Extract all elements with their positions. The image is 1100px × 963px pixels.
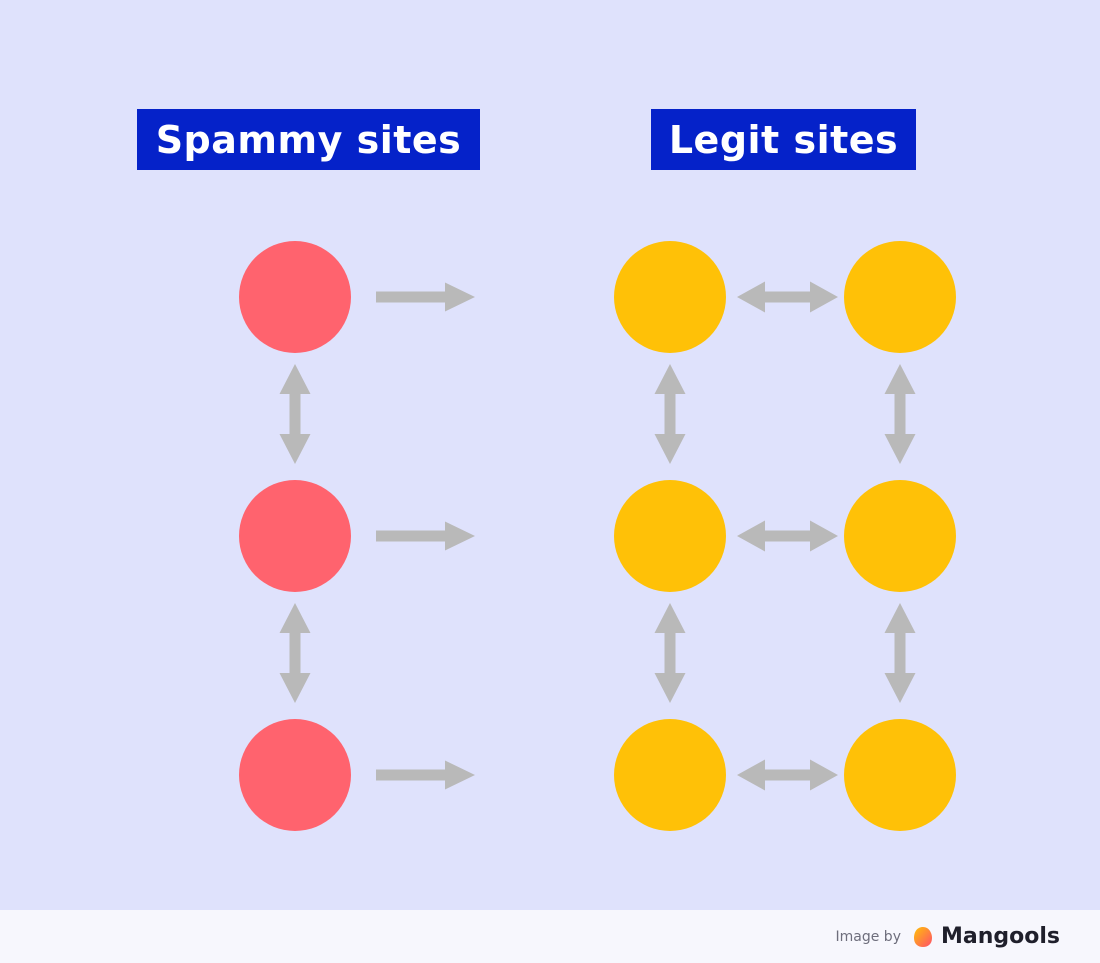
legit-sites-title: Legit sites	[651, 109, 916, 170]
nodes-layer	[239, 241, 956, 831]
link-diagram	[239, 241, 956, 831]
mangools-logo-icon	[913, 926, 932, 947]
legit-site-node	[614, 480, 726, 592]
spammy-site-node	[239, 480, 351, 592]
spammy-vertical-link-arrow	[279, 364, 311, 464]
legit-site-node	[844, 719, 956, 831]
spammy-sites-title: Spammy sites	[137, 109, 480, 170]
legit-horizontal-link-arrow	[737, 281, 838, 313]
legit-horizontal-link-arrow	[737, 520, 838, 552]
arrows-layer	[279, 281, 916, 791]
spammy-outbound-arrow	[376, 521, 475, 551]
spammy-outbound-arrow	[376, 760, 475, 790]
legit-site-node	[844, 480, 956, 592]
spammy-site-node	[239, 719, 351, 831]
legit-horizontal-link-arrow	[737, 759, 838, 791]
spammy-site-node	[239, 241, 351, 353]
legit-site-node	[844, 241, 956, 353]
image-credit: Image by Mangools	[836, 910, 1060, 963]
spammy-vertical-link-arrow	[279, 603, 311, 703]
spammy-outbound-arrow	[376, 282, 475, 312]
legit-vertical-link-arrow	[884, 364, 916, 464]
legit-vertical-link-arrow	[654, 364, 686, 464]
legit-site-node	[614, 719, 726, 831]
legit-vertical-link-arrow	[654, 603, 686, 703]
credit-brand: Mangools	[940, 924, 1060, 949]
legit-vertical-link-arrow	[884, 603, 916, 703]
credit-prefix: Image by	[835, 928, 901, 945]
legit-site-node	[614, 241, 726, 353]
